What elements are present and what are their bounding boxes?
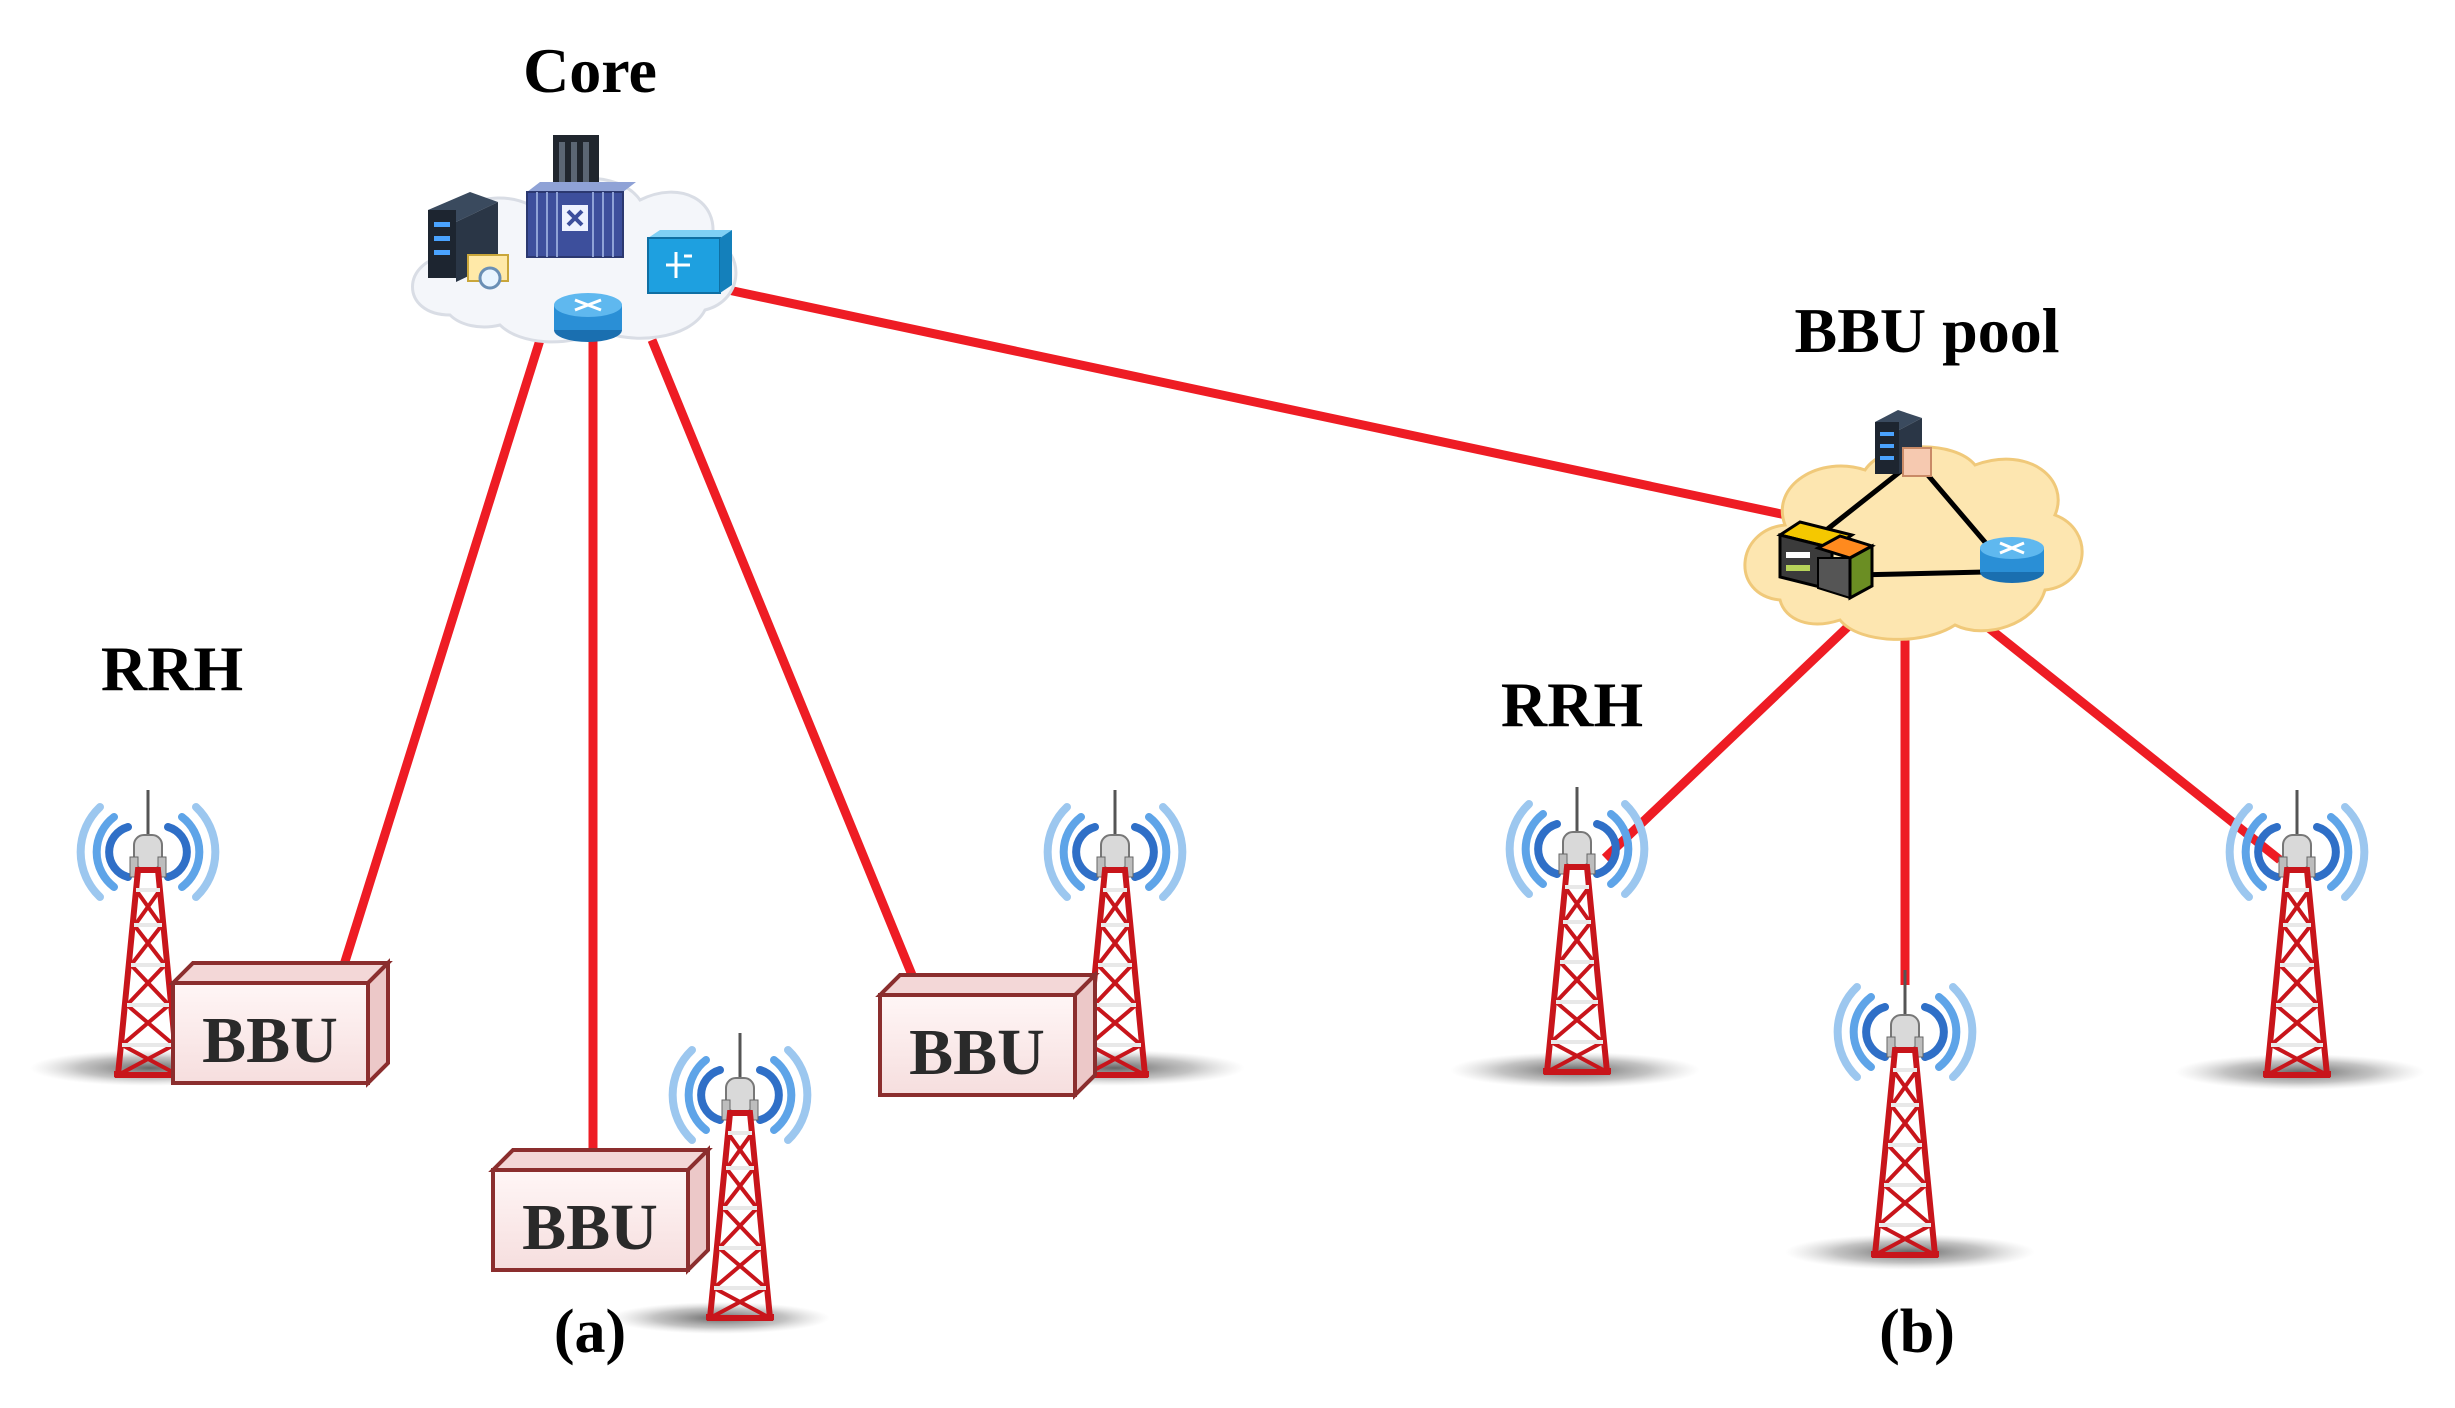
antenna-tower-icon <box>2230 790 2365 1077</box>
firewall-icon <box>647 230 732 294</box>
link-pool-rrh-3 <box>1982 621 2283 864</box>
bbu-pool-cloud <box>1743 410 2084 641</box>
bbu-box: BBU <box>171 961 390 1085</box>
bbu-label: BBU <box>202 1004 338 1077</box>
link-core-bbu-3 <box>647 338 917 977</box>
caption-a: (a) <box>554 1298 626 1366</box>
bbu-pool-label: BBU pool <box>1795 295 2060 366</box>
link-core-pool <box>704 280 1801 523</box>
antenna-tower-icon <box>1510 787 1645 1074</box>
rrh-label-b: RRH <box>1501 669 1643 740</box>
core-cloud <box>411 135 738 344</box>
bbu-label: BBU <box>522 1191 658 1264</box>
links <box>338 280 2283 1155</box>
bbu-label: BBU <box>909 1016 1045 1089</box>
server-icon <box>428 192 509 290</box>
switch-icon <box>526 182 636 258</box>
link-pool-rrh-1 <box>1601 616 1859 862</box>
bbu-box: BBU <box>878 973 1097 1097</box>
rrh-label-a: RRH <box>101 633 243 704</box>
caption-b: (b) <box>1879 1298 1955 1366</box>
core-label: Core <box>523 35 657 106</box>
link-core-bbu-1 <box>338 338 545 970</box>
router-icon <box>1980 537 2044 583</box>
server-icon <box>1875 410 1932 477</box>
antenna-tower-icon <box>1838 970 1973 1257</box>
bbu-stack-icon <box>1776 520 1876 601</box>
router-icon <box>554 293 622 342</box>
bbu-box: BBU <box>491 1148 710 1272</box>
tower-shadows <box>30 1050 2425 1334</box>
